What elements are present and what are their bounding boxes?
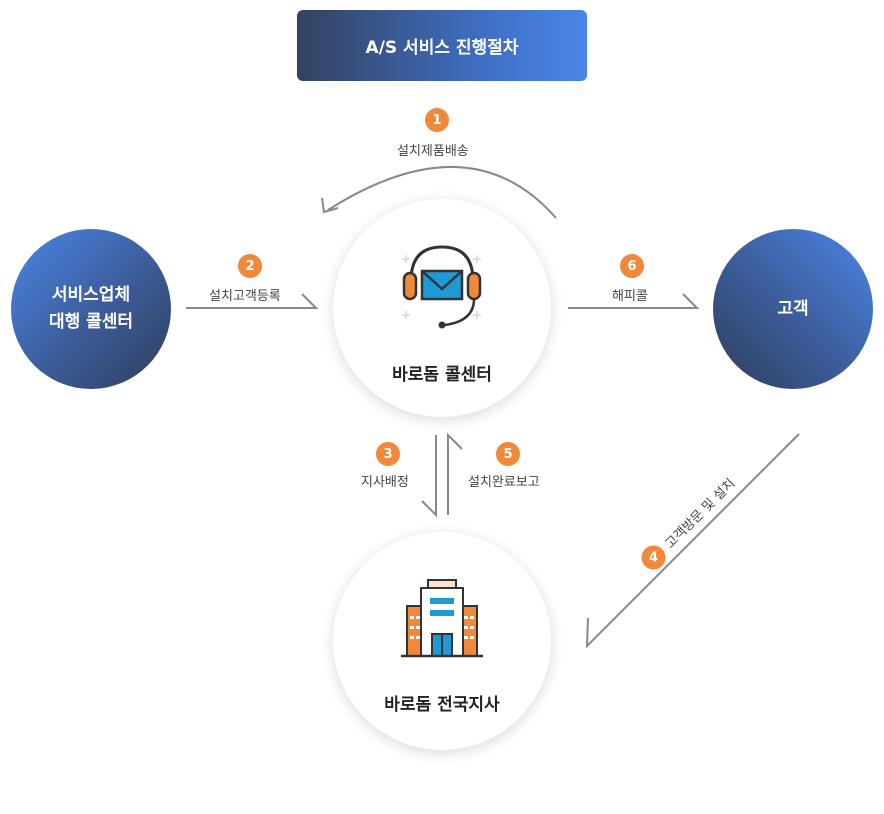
- page-title: A/S 서비스 진행절차: [297, 10, 587, 81]
- node-center-label: 바로돔 콜센터: [392, 365, 492, 385]
- step-3-label: 지사배정: [361, 475, 409, 490]
- step-5-badge: 5: [496, 442, 520, 466]
- step-2-badge: 2: [238, 254, 262, 278]
- headset-mail-icon: [402, 245, 482, 329]
- arrowhead-step-1: [321, 197, 339, 214]
- office-building-icon: [401, 579, 483, 658]
- arrow-step-6: [568, 293, 700, 309]
- node-customer: 고객: [713, 229, 873, 389]
- arrow-step-2: [186, 293, 319, 309]
- step-2-label: 설치고객등록: [209, 289, 281, 304]
- arrow-step-1: [327, 165, 557, 219]
- node-left-line1: 서비스업체: [51, 285, 131, 305]
- step-5-label: 설치완료보고: [468, 475, 540, 490]
- node-barodom-branches: 바로돔 전국지사: [333, 532, 551, 750]
- arrow-step-4: [585, 433, 800, 649]
- arrow-step-5: [447, 432, 463, 515]
- step-6-label: 해피콜: [612, 289, 648, 304]
- node-barodom-callcenter: 바로돔 콜센터: [333, 199, 551, 417]
- node-right-label: 고객: [777, 298, 809, 319]
- step-3-badge: 3: [376, 442, 400, 466]
- step-1-label: 설치제품배송: [397, 144, 469, 159]
- step-4-badge: 4: [641, 545, 666, 570]
- node-left-line2: 대행 콜센터: [48, 312, 134, 332]
- step-6-badge: 6: [620, 254, 644, 278]
- node-service-callcenter: 서비스업체 대행 콜센터: [11, 229, 171, 389]
- arrow-step-3: [421, 435, 437, 518]
- node-bottom-label: 바로돔 전국지사: [384, 695, 500, 715]
- step-1-badge: 1: [425, 108, 449, 132]
